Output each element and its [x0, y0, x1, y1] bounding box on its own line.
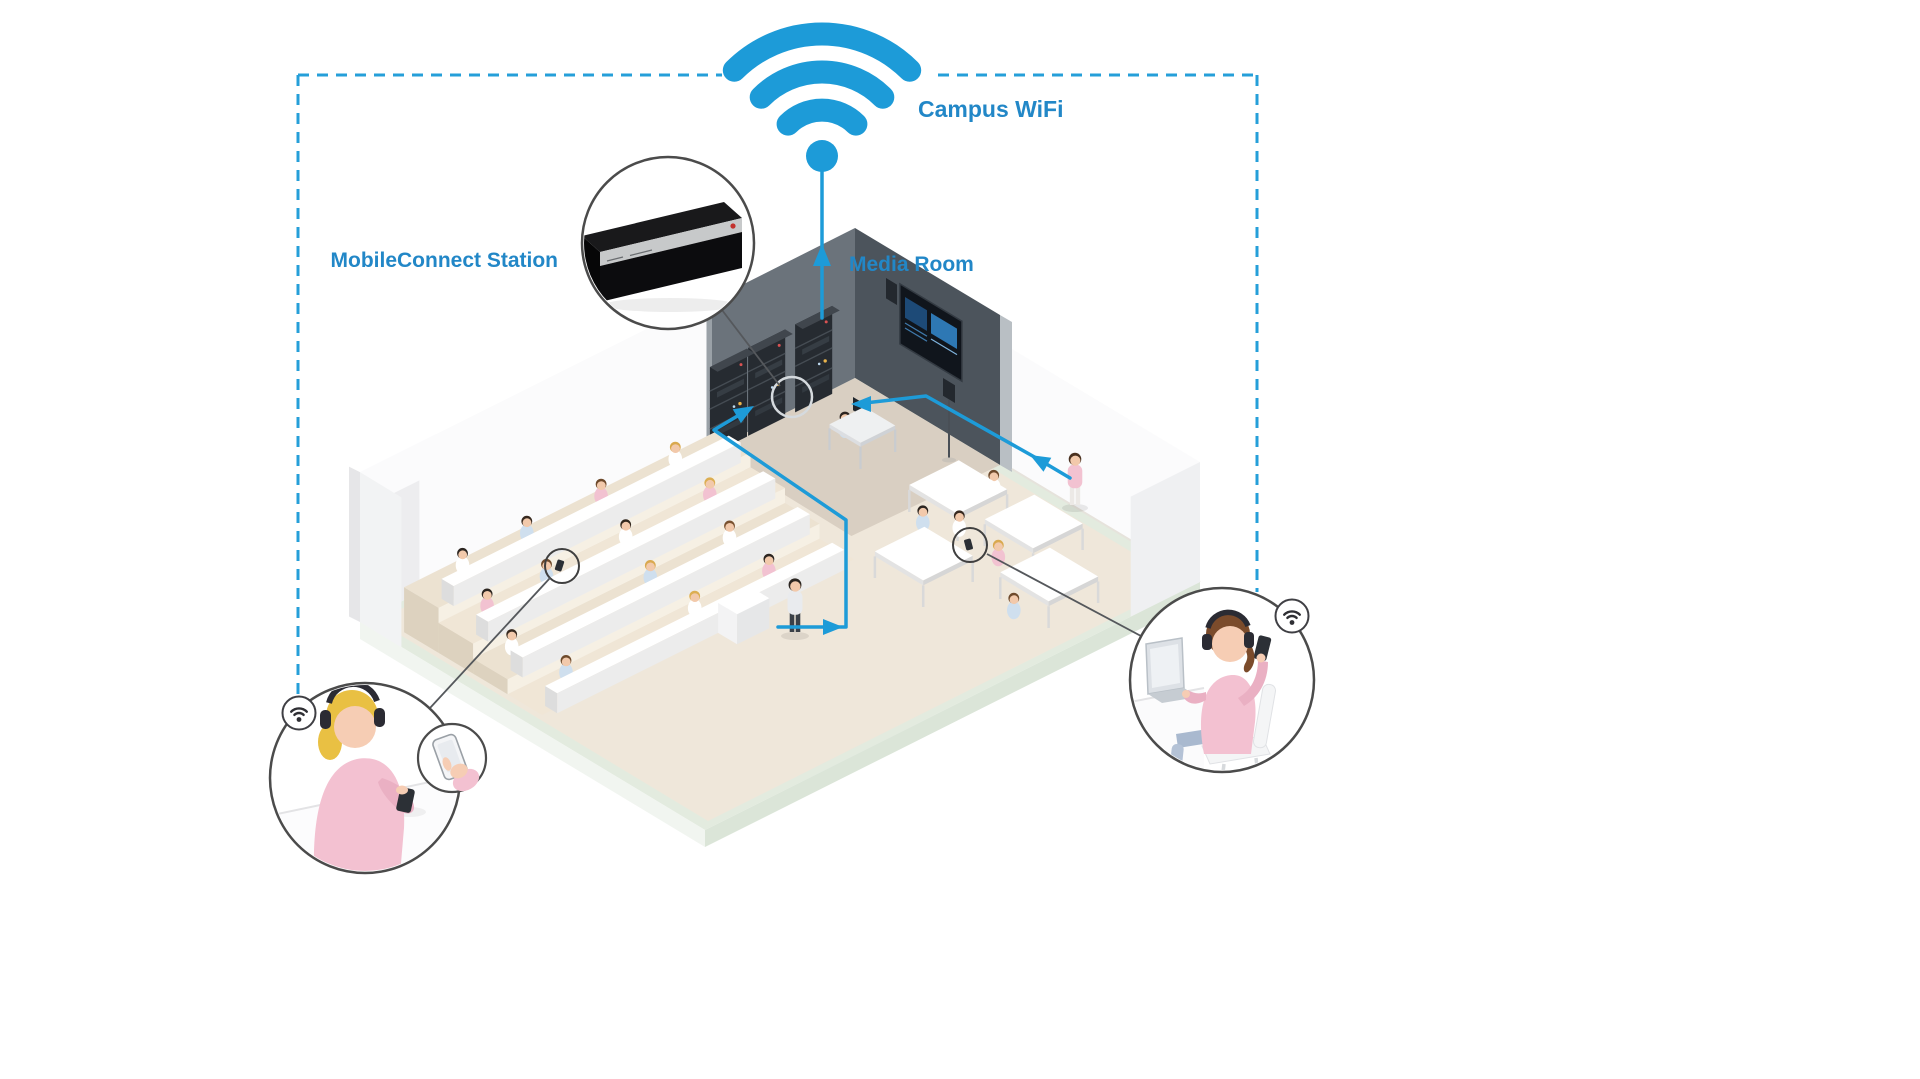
- mobileconnect-station-label: MobileConnect Station: [331, 249, 559, 272]
- headphones-icon: [326, 685, 380, 704]
- seminar-room: [873, 349, 1201, 628]
- table: [873, 526, 974, 607]
- wifi-badge-icon: [281, 695, 317, 731]
- phone-closeup: [416, 722, 488, 794]
- callout-lines: [429, 309, 1142, 709]
- arrow-left-icon: [851, 396, 871, 412]
- presenter: [718, 578, 809, 645]
- media-room-label: Media Room: [849, 253, 974, 276]
- lecture-hall: [349, 299, 854, 715]
- power-led: [730, 223, 736, 229]
- standing-instructor: [1062, 452, 1088, 512]
- dashed-network-boundary: [296, 73, 1259, 706]
- arrow-right-icon: [823, 619, 843, 635]
- seminar-student-phone-highlight: [952, 527, 988, 563]
- mobileconnect-station-callout: [580, 155, 756, 331]
- seminar-room-feed-line: [854, 394, 1072, 480]
- table: [908, 460, 1009, 541]
- lecture-student-phone-highlight: [544, 548, 580, 584]
- media-room-display-screen: [899, 282, 963, 383]
- listener-callout-left: [268, 681, 488, 875]
- wifi-badge-icon: [1274, 598, 1310, 634]
- listener-callout-right: [1128, 586, 1316, 774]
- arrow-to-rack-icon: [732, 406, 754, 424]
- arrow-up-icon: [813, 244, 831, 266]
- arrow-to-media-icon: [1030, 455, 1052, 472]
- station-location-highlight: [770, 375, 814, 419]
- table: [999, 547, 1100, 628]
- campus-wifi-icon: [722, 22, 922, 172]
- building-illustration: [349, 228, 1201, 847]
- phone-icon: [1253, 635, 1272, 661]
- headphones-icon: [1205, 609, 1251, 629]
- signal-arrowheads: [732, 244, 1052, 635]
- campus-wifi-label: Campus WiFi: [918, 96, 1063, 122]
